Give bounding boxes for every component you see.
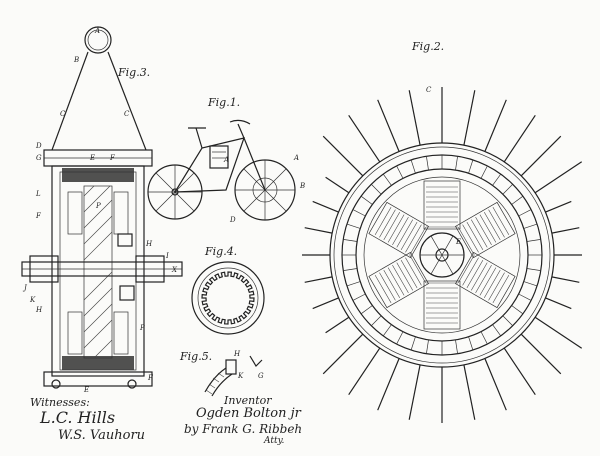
witness-signature-2: W.S. Vauhoru — [58, 428, 146, 443]
svg-text:P: P — [95, 202, 101, 210]
svg-text:H: H — [35, 306, 43, 314]
svg-text:G: G — [258, 372, 264, 380]
fig4-label: Fig.4. — [205, 245, 238, 258]
svg-text:D: D — [229, 216, 236, 224]
fig4-toothed-ring — [191, 261, 265, 335]
svg-text:I: I — [165, 252, 169, 260]
svg-text:E: E — [83, 386, 89, 394]
fig3-motor-section: A B C C D G E F L F P H I X J K H P F E — [21, 26, 183, 394]
svg-text:H: H — [233, 350, 241, 358]
svg-text:J: J — [22, 284, 28, 292]
svg-text:C: C — [426, 86, 432, 94]
svg-text:F: F — [35, 212, 42, 220]
fig1-bicycle: A A B D — [147, 119, 305, 224]
svg-text:A: A — [223, 156, 229, 164]
witnesses-heading: Witnesses: — [30, 396, 90, 409]
svg-text:H: H — [145, 240, 153, 248]
svg-text:D: D — [35, 142, 42, 150]
svg-text:P: P — [139, 324, 145, 332]
svg-text:L: L — [35, 190, 41, 198]
svg-text:C: C — [60, 110, 66, 118]
inventor-heading: Inventor — [224, 394, 272, 407]
fig1-label: Fig.1. — [208, 96, 241, 109]
svg-text:X: X — [171, 266, 178, 274]
fig2-wheel-motor: C E — [302, 86, 583, 423]
fig2-label: Fig.2. — [412, 40, 445, 53]
svg-text:F: F — [147, 374, 154, 382]
svg-text:A: A — [293, 154, 299, 162]
attorney-signature: by Frank G. Ribbeh — [184, 422, 303, 436]
svg-text:A: A — [94, 27, 100, 35]
svg-text:B: B — [73, 56, 79, 64]
svg-text:B: B — [299, 182, 305, 190]
svg-text:K: K — [237, 372, 244, 380]
fig5-label: Fig.5. — [180, 350, 213, 363]
fig3-label: Fig.3. — [118, 66, 151, 79]
svg-text:E: E — [89, 154, 95, 162]
inventor-name: Ogden Bolton jr — [196, 406, 301, 421]
svg-text:C: C — [124, 110, 130, 118]
svg-text:E: E — [455, 238, 461, 246]
attorney-suffix: Atty. — [264, 436, 285, 446]
svg-text:F: F — [109, 154, 116, 162]
witness-signature-1: L.C. Hills — [40, 408, 116, 427]
svg-text:G: G — [36, 154, 42, 162]
svg-text:K: K — [29, 296, 36, 304]
fig5-brush-holder: H K G — [204, 350, 264, 397]
